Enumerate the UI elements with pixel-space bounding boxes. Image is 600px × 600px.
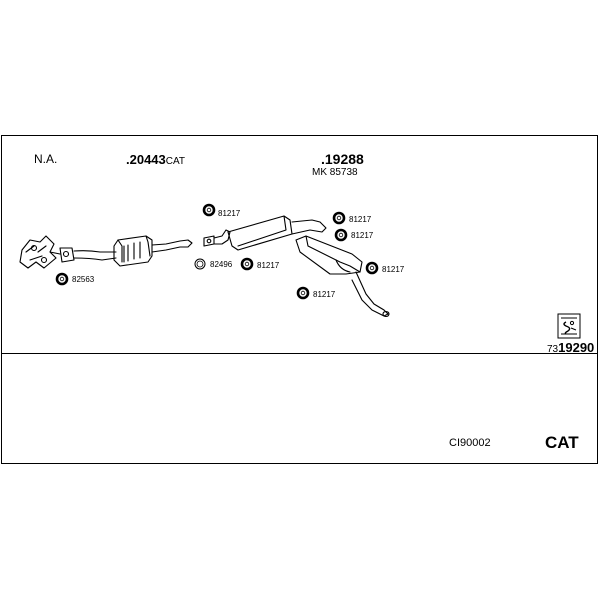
exhaust-manifold-icon	[19, 235, 61, 269]
rear-silencer-icon	[295, 235, 363, 275]
middle-silencer-icon	[227, 215, 327, 251]
diagram-frame	[1, 135, 598, 464]
gasket-ring-icon	[365, 261, 379, 275]
system-type: CAT	[545, 433, 579, 452]
gasket-ring-icon	[296, 286, 310, 300]
muffler-number: .19288	[321, 151, 364, 167]
part-number-81217: 81217	[349, 215, 372, 224]
gasket-ring-icon	[332, 211, 346, 225]
na-label: N.A.	[34, 152, 58, 166]
gasket-ring-icon	[334, 228, 348, 242]
part-number-82496: 82496	[210, 260, 233, 269]
part-number-82563: 82563	[72, 275, 95, 284]
gasket-ring-group	[55, 203, 379, 300]
mounting-kit: MK 85738	[312, 167, 358, 178]
gasket-ring-icon	[55, 272, 69, 286]
reference-sheet-icon	[557, 313, 581, 339]
catalyst-number: .20443CAT	[126, 152, 185, 168]
tail-pipe-icon	[351, 271, 390, 318]
gasket-ring-icon	[240, 257, 254, 271]
connector-pipe-icon	[203, 229, 231, 247]
reference-prefix: 73	[547, 344, 559, 355]
section-divider	[1, 353, 598, 354]
diagram-code: CI90002	[449, 437, 491, 449]
reference-main: 19290	[558, 340, 595, 355]
part-number-81217: 81217	[382, 265, 405, 274]
front-pipe-icon	[59, 247, 117, 263]
part-number-81217: 81217	[313, 290, 336, 299]
part-number-81217: 81217	[257, 261, 280, 270]
gasket-ring-icon	[194, 258, 206, 270]
part-number-81217: 81217	[218, 209, 241, 218]
catalyst-suffix: CAT	[165, 156, 186, 167]
catalytic-converter-icon	[113, 235, 193, 267]
catalyst-number-main: .20443	[126, 152, 166, 167]
gasket-ring-icon	[202, 203, 216, 217]
reference-number: 7319290	[547, 340, 594, 356]
part-number-81217: 81217	[351, 231, 374, 240]
